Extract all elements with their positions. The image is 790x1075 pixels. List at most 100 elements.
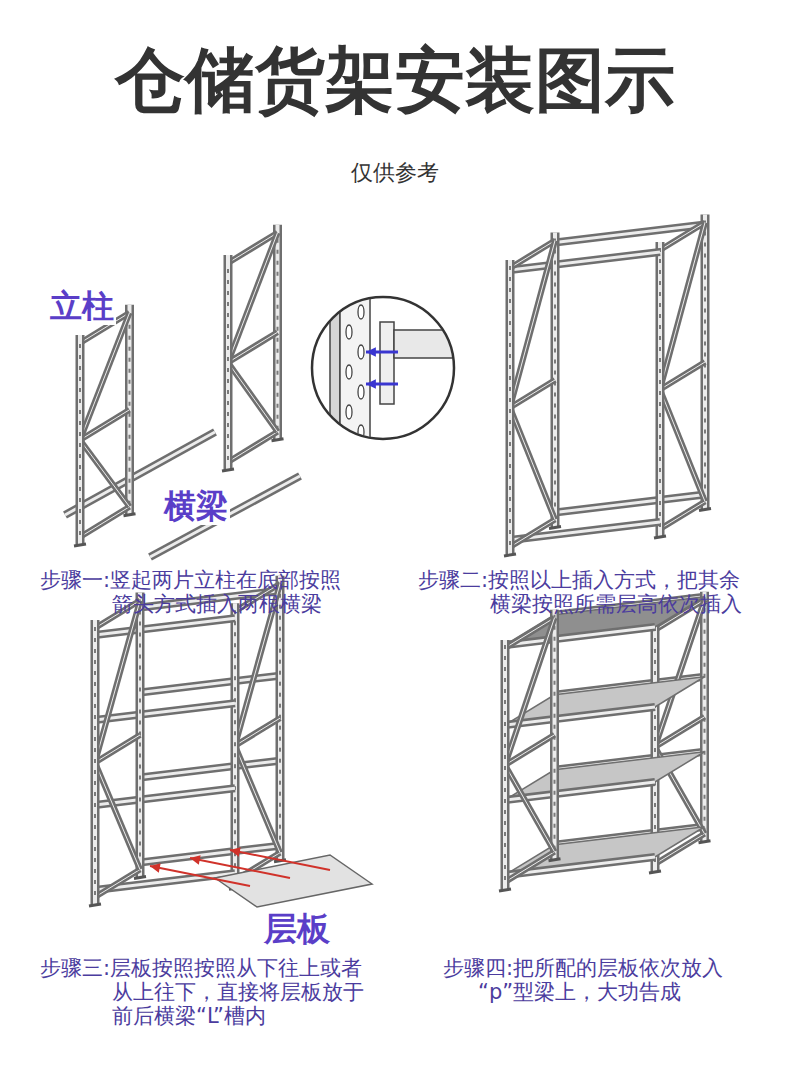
post-hole xyxy=(554,703,556,707)
post-hole xyxy=(704,463,706,467)
slide-arrow-head xyxy=(230,847,241,856)
post-hole xyxy=(279,649,281,653)
post-hole xyxy=(504,843,506,847)
frame-brace xyxy=(660,223,705,390)
frame-brace xyxy=(505,618,555,765)
slot-hole xyxy=(358,345,364,359)
slide-arrow-head xyxy=(190,855,201,864)
cross-beam xyxy=(150,476,300,557)
post-hole xyxy=(234,676,236,680)
frame-brace-edge xyxy=(660,223,705,390)
post-hole xyxy=(554,448,556,452)
slide-arrow xyxy=(230,850,330,870)
post-hole xyxy=(79,454,81,458)
post-hole xyxy=(504,876,506,880)
post-hole xyxy=(554,316,556,320)
step-text: 步骤四:把所配的层板依次放入“p”型梁上，大功告成 xyxy=(443,956,743,1004)
post-hole xyxy=(79,399,81,403)
upright-post xyxy=(78,335,82,545)
post-hole xyxy=(129,358,131,362)
post-hole xyxy=(509,497,511,501)
post-hole xyxy=(659,501,661,505)
cross-beam xyxy=(140,846,280,863)
post-hole xyxy=(659,336,661,340)
post-hole xyxy=(554,725,556,729)
post-hole xyxy=(554,503,556,507)
post-hole xyxy=(234,764,236,768)
post-hole xyxy=(704,784,706,788)
subtitle: 仅供参考 xyxy=(0,160,790,185)
upright-post xyxy=(658,242,662,537)
frame-strut xyxy=(95,870,140,898)
post-hole xyxy=(234,687,236,691)
insert-arrow-head xyxy=(366,347,376,357)
post-hole xyxy=(139,776,141,780)
post-hole xyxy=(129,391,131,395)
post-hole xyxy=(234,731,236,735)
post-hole xyxy=(94,781,96,785)
post-hole xyxy=(704,773,706,777)
post-hole xyxy=(704,652,706,656)
post-hole xyxy=(509,354,511,358)
post-hole xyxy=(94,814,96,818)
post-hole xyxy=(227,291,229,295)
cross-beam-edge xyxy=(140,761,280,778)
foot-plate xyxy=(699,841,711,843)
post-hole xyxy=(139,831,141,835)
cross-beam xyxy=(140,761,280,778)
post-hole xyxy=(279,627,281,631)
post-hole xyxy=(139,721,141,725)
frame-brace xyxy=(235,746,280,853)
post-hole xyxy=(509,277,511,281)
cross-beam xyxy=(95,703,235,720)
cross-beam-edge xyxy=(95,788,235,805)
post-hole xyxy=(94,847,96,851)
foot-plate xyxy=(222,469,234,471)
post-hole xyxy=(227,412,229,416)
post-hole xyxy=(504,667,506,671)
post-hole xyxy=(227,456,229,460)
post-hole xyxy=(129,380,131,384)
post-hole xyxy=(94,693,96,697)
post-hole xyxy=(704,397,706,401)
post-hole xyxy=(654,726,656,730)
post-hole xyxy=(94,638,96,642)
post-hole xyxy=(554,692,556,696)
post-hole xyxy=(227,379,229,383)
post-hole xyxy=(554,426,556,430)
post-hole xyxy=(234,797,236,801)
post-hole xyxy=(277,283,279,287)
insert-arrow-head xyxy=(366,379,376,389)
post-hole xyxy=(79,476,81,480)
cross-beam xyxy=(95,618,235,635)
zoom-ring xyxy=(312,297,454,439)
post-hole xyxy=(509,343,511,347)
post-hole xyxy=(504,777,506,781)
post-hole xyxy=(139,710,141,714)
frame-brace xyxy=(95,763,140,870)
post-hole xyxy=(509,365,511,369)
post-hole xyxy=(277,261,279,265)
post-hole xyxy=(704,485,706,489)
post-hole xyxy=(659,391,661,395)
frame-strut xyxy=(510,520,555,548)
post-hole xyxy=(79,432,81,436)
frame-brace-edge xyxy=(228,363,278,432)
post-hole xyxy=(704,795,706,799)
post-hole xyxy=(704,342,706,346)
post-hole xyxy=(554,758,556,762)
post-hole xyxy=(227,368,229,372)
post-hole xyxy=(227,434,229,438)
post-hole xyxy=(554,769,556,773)
post-hole xyxy=(279,781,281,785)
post-hole xyxy=(554,747,556,751)
post-hole xyxy=(509,332,511,336)
post-hole xyxy=(94,792,96,796)
slot-hole xyxy=(346,285,352,299)
post-hole xyxy=(139,853,141,857)
post-hole xyxy=(227,423,229,427)
post-hole xyxy=(227,302,229,306)
post-hole xyxy=(79,509,81,513)
upright-post xyxy=(503,640,507,890)
frame-brace xyxy=(510,241,555,408)
